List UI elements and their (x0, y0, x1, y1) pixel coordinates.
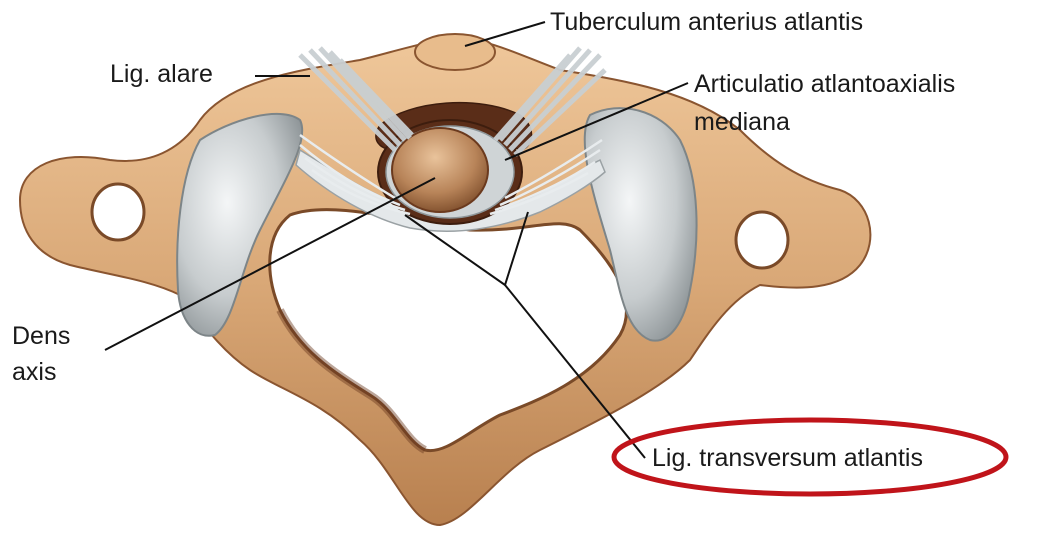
left-transverse-foramen (92, 184, 144, 240)
label-dens-line2: axis (12, 358, 56, 387)
label-articulatio-line2: mediana (694, 108, 790, 137)
dens-axis (392, 128, 488, 212)
label-tuberculum-anterius-atlantis: Tuberculum anterius atlantis (550, 8, 863, 37)
label-lig-transversum-atlantis: Lig. transversum atlantis (652, 444, 923, 473)
label-lig-alare: Lig. alare (110, 60, 213, 89)
right-transverse-foramen (736, 212, 788, 268)
label-articulatio-line1: Articulatio atlantoaxialis (694, 70, 955, 99)
leader-tuberculum (465, 22, 545, 46)
anterior-tubercle (415, 34, 495, 70)
label-dens-line1: Dens (12, 322, 70, 351)
